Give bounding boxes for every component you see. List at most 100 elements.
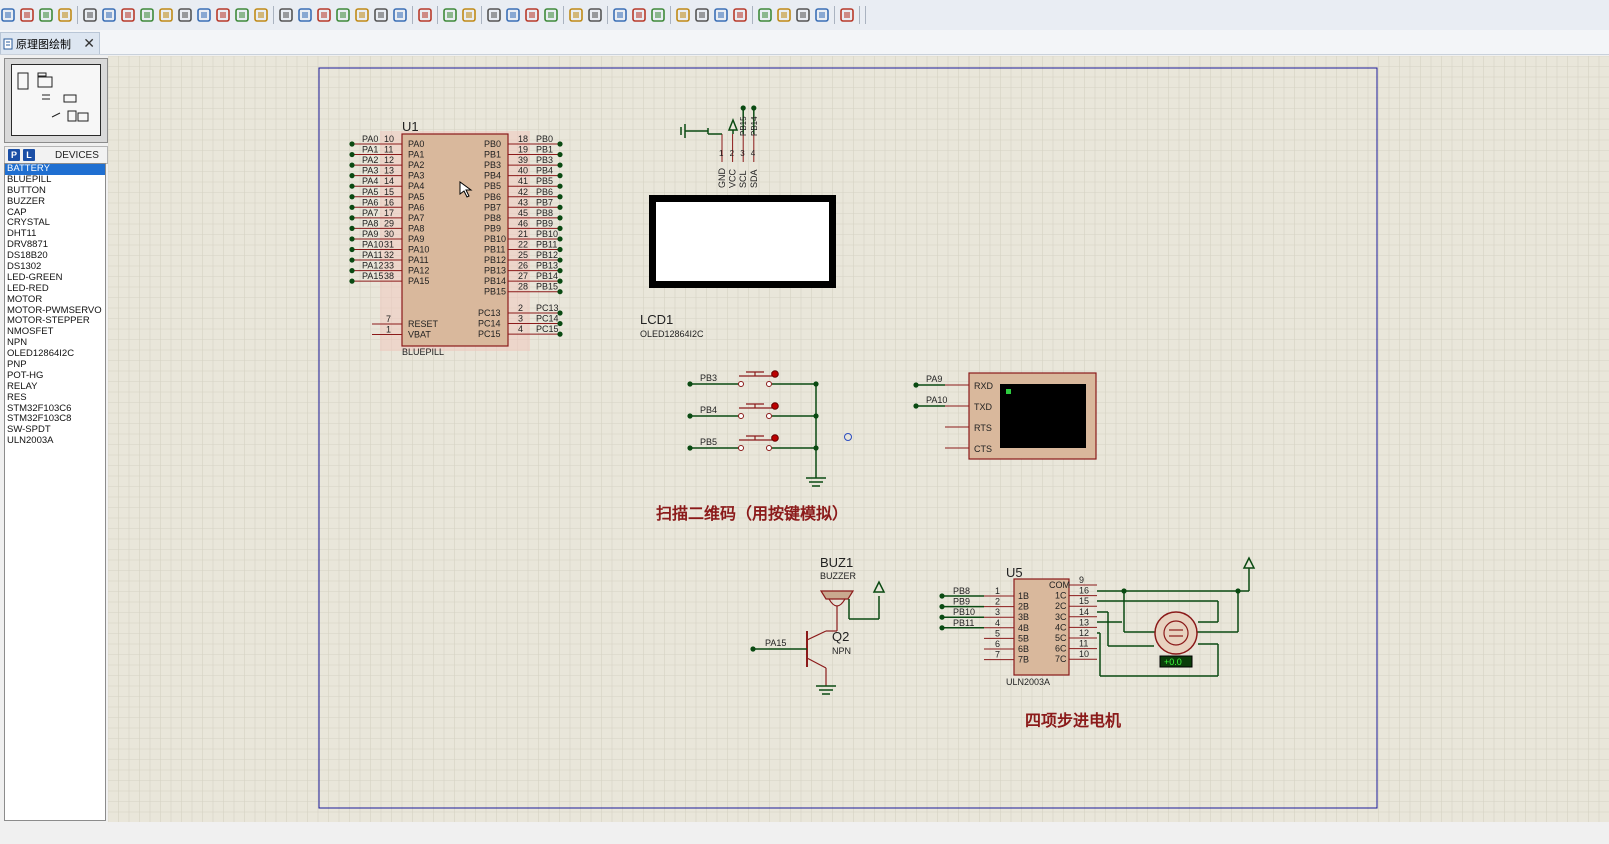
- library-button[interactable]: L: [23, 149, 35, 161]
- device-item[interactable]: BUZZER: [7, 195, 45, 207]
- close-icon[interactable]: ✕: [83, 35, 95, 51]
- pin-name: CTS: [974, 444, 992, 454]
- back-icon[interactable]: [158, 7, 174, 23]
- components-icon[interactable]: [139, 7, 155, 23]
- pin-number: 41: [518, 176, 528, 186]
- pin-number: 12: [1079, 628, 1089, 638]
- help-icon[interactable]: [253, 7, 269, 23]
- new-sheet-icon[interactable]: [776, 7, 792, 23]
- net-label: PA3: [362, 166, 378, 176]
- block-copy-icon[interactable]: [543, 7, 559, 23]
- device-item[interactable]: MOTOR: [7, 293, 43, 305]
- pin-number: 43: [518, 197, 528, 207]
- pin-end-dot: [557, 246, 563, 253]
- device-item[interactable]: OLED12864I2C: [7, 348, 75, 360]
- netlist-icon[interactable]: [177, 7, 193, 23]
- pin-number: 9: [1079, 575, 1084, 585]
- zoom-area-icon[interactable]: [417, 7, 433, 23]
- device-item[interactable]: ULN2003A: [7, 435, 54, 447]
- undo-icon[interactable]: [442, 7, 458, 23]
- device-item[interactable]: LED-GREEN: [7, 271, 63, 283]
- redo-icon[interactable]: [461, 7, 477, 23]
- block-delete-icon[interactable]: [612, 7, 628, 23]
- property-icon[interactable]: [757, 7, 773, 23]
- overview-panel[interactable]: [4, 58, 108, 143]
- device-item[interactable]: NMOSFET: [7, 326, 54, 338]
- refresh-icon[interactable]: [278, 7, 294, 23]
- bom-icon[interactable]: [196, 7, 212, 23]
- tab-schematic[interactable]: 原理图绘制 ✕: [0, 32, 100, 54]
- design-icon[interactable]: [215, 7, 231, 23]
- device-item[interactable]: DRV8871: [7, 239, 49, 251]
- device-item[interactable]: STM32F103C8: [7, 413, 72, 425]
- exit-sheet-icon[interactable]: [814, 7, 830, 23]
- notes-icon[interactable]: [234, 7, 250, 23]
- device-item[interactable]: RELAY: [7, 380, 38, 392]
- device-item[interactable]: SW-SPDT: [7, 424, 51, 436]
- pick-icon[interactable]: [631, 7, 647, 23]
- zoom-out-icon[interactable]: [373, 7, 389, 23]
- pin-number: 11: [384, 145, 393, 155]
- open-icon[interactable]: [19, 7, 35, 23]
- device-item[interactable]: RES: [7, 391, 27, 403]
- wire-autoroute-icon[interactable]: [713, 7, 729, 23]
- origin-icon[interactable]: [316, 7, 332, 23]
- device-item[interactable]: LED-RED: [7, 282, 49, 294]
- device-item[interactable]: STM32F103C6: [7, 402, 72, 414]
- zoom-in-icon[interactable]: [354, 7, 370, 23]
- device-item[interactable]: CAP: [7, 206, 27, 218]
- device-item[interactable]: BATTERY: [5, 164, 105, 175]
- toolbar-separator: [563, 6, 564, 24]
- pin-number: 7: [386, 314, 391, 324]
- device-item[interactable]: BLUEPILL: [7, 173, 52, 185]
- net-label: PB3: [700, 373, 717, 383]
- device-item[interactable]: DHT11: [7, 228, 37, 240]
- search-icon[interactable]: [732, 7, 748, 23]
- remove-sheet-icon[interactable]: [795, 7, 811, 23]
- cut-icon[interactable]: [486, 7, 502, 23]
- pin-number: 33: [384, 261, 394, 271]
- net-label: PB8: [953, 586, 970, 596]
- device-item[interactable]: BUTTON: [7, 184, 46, 196]
- pin-name: COM: [1049, 580, 1070, 590]
- pin-name: PB14: [484, 276, 506, 286]
- paste-icon[interactable]: [524, 7, 540, 23]
- new-icon[interactable]: [0, 7, 16, 23]
- block-rotate-icon[interactable]: [587, 7, 603, 23]
- report-icon[interactable]: [839, 7, 855, 23]
- decompose-icon[interactable]: [694, 7, 710, 23]
- pin-end-dot: [751, 105, 757, 111]
- device-item[interactable]: PNP: [7, 359, 27, 371]
- device-item[interactable]: DS1302: [7, 261, 42, 273]
- import-icon[interactable]: [57, 7, 73, 23]
- net-label: PB9: [953, 597, 970, 607]
- grid-toggle-icon[interactable]: [297, 7, 313, 23]
- copy-icon[interactable]: [505, 7, 521, 23]
- device-item[interactable]: NPN: [7, 337, 28, 349]
- pin-number: 7: [995, 650, 1000, 660]
- grid-icon[interactable]: [101, 7, 117, 23]
- device-item[interactable]: DS18B20: [7, 250, 48, 262]
- device-item[interactable]: CRYSTAL: [7, 217, 50, 229]
- device-item[interactable]: MOTOR-PWMSERVO: [7, 304, 102, 316]
- net-label: PB15: [536, 282, 558, 292]
- overview-thumbnail[interactable]: [11, 64, 101, 136]
- pick-device-button[interactable]: P: [8, 149, 20, 161]
- pan-icon[interactable]: [335, 7, 351, 23]
- home-icon[interactable]: [82, 7, 98, 23]
- zoom-all-icon[interactable]: [392, 7, 408, 23]
- transistor-value: NPN: [832, 646, 851, 656]
- lcd-value: OLED12864I2C: [640, 329, 704, 339]
- device-item[interactable]: MOTOR-STEPPER: [7, 315, 90, 327]
- make-device-icon[interactable]: [650, 7, 666, 23]
- save-icon[interactable]: [38, 7, 54, 23]
- device-item[interactable]: POT-HG: [7, 369, 44, 381]
- pin-name: PB1: [484, 150, 501, 160]
- package-icon[interactable]: [675, 7, 691, 23]
- stop-icon[interactable]: [120, 7, 136, 23]
- block-move-icon[interactable]: [568, 7, 584, 23]
- pin-name: PA11: [408, 255, 429, 265]
- net-label: PA2: [362, 155, 378, 165]
